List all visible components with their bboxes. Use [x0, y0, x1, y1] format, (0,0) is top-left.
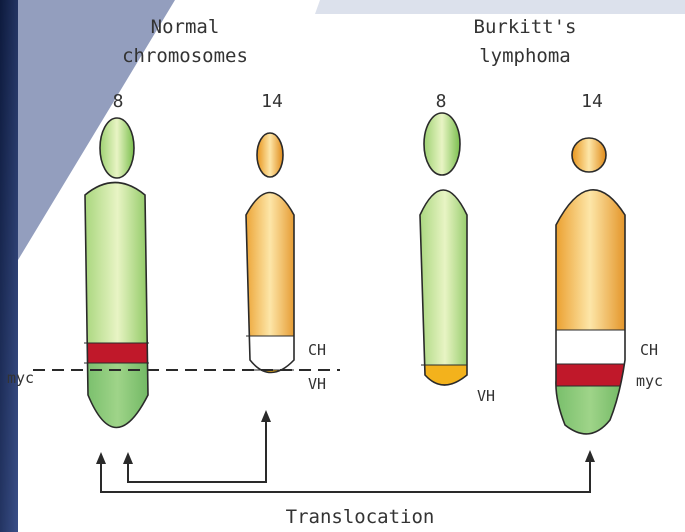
burkitt-8-short-arm [424, 113, 460, 175]
ch-label-burkitt: CH [640, 341, 658, 359]
frame-top-decoration [315, 0, 685, 14]
vh-label-normal: VH [308, 375, 326, 393]
normal-chromosome-14 [240, 133, 300, 400]
arrowhead-normal-8-inner [123, 452, 133, 464]
normal-8-myc-band [80, 343, 155, 363]
normal-chromosome-8-number: 8 [113, 91, 124, 112]
normal-8-short-arm [100, 118, 134, 178]
frame-left-decoration [0, 0, 18, 532]
ch-label-normal: CH [308, 341, 326, 359]
arrowhead-burkitt-14 [585, 450, 595, 462]
arrowhead-normal-14 [261, 410, 271, 422]
normal-14-short-arm [257, 133, 283, 177]
burkitt-chromosome-8 [415, 113, 475, 405]
arrow-exchange-line [128, 420, 266, 482]
myc-label-right: myc [636, 372, 663, 390]
burkitt-14-myc-band [550, 364, 630, 386]
normal-chromosome-14-number: 14 [261, 91, 283, 112]
myc-label-left: myc [7, 369, 34, 387]
arrow-translocation-line [101, 460, 590, 492]
burkitt-panel-title-line2: lymphoma [479, 45, 571, 67]
vh-label-burkitt: VH [477, 387, 495, 405]
burkitt-chromosome-14 [550, 138, 630, 456]
burkitt-chromosome-14-number: 14 [581, 91, 603, 112]
burkitt-panel-title-line1: Burkitt's [474, 16, 577, 38]
normal-14-vh-band [240, 370, 300, 400]
arrowheads [96, 410, 595, 464]
burkitt-14-ch-band [550, 330, 630, 364]
translocation-arrows [101, 420, 590, 492]
normal-8-long-arm-upper [80, 170, 155, 370]
normal-panel-title-line2: chromosomes [122, 45, 248, 67]
arrowhead-normal-8-outer [96, 452, 106, 464]
burkitt-chromosome-8-number: 8 [436, 91, 447, 112]
burkitt-14-long-arm-upper [550, 160, 630, 330]
normal-chromosome-8 [80, 118, 155, 463]
translocation-caption: Translocation [286, 506, 435, 528]
normal-panel-title-line1: Normal [151, 16, 220, 38]
burkitt-14-short-arm [572, 138, 606, 172]
normal-8-long-arm-lower [80, 363, 155, 463]
